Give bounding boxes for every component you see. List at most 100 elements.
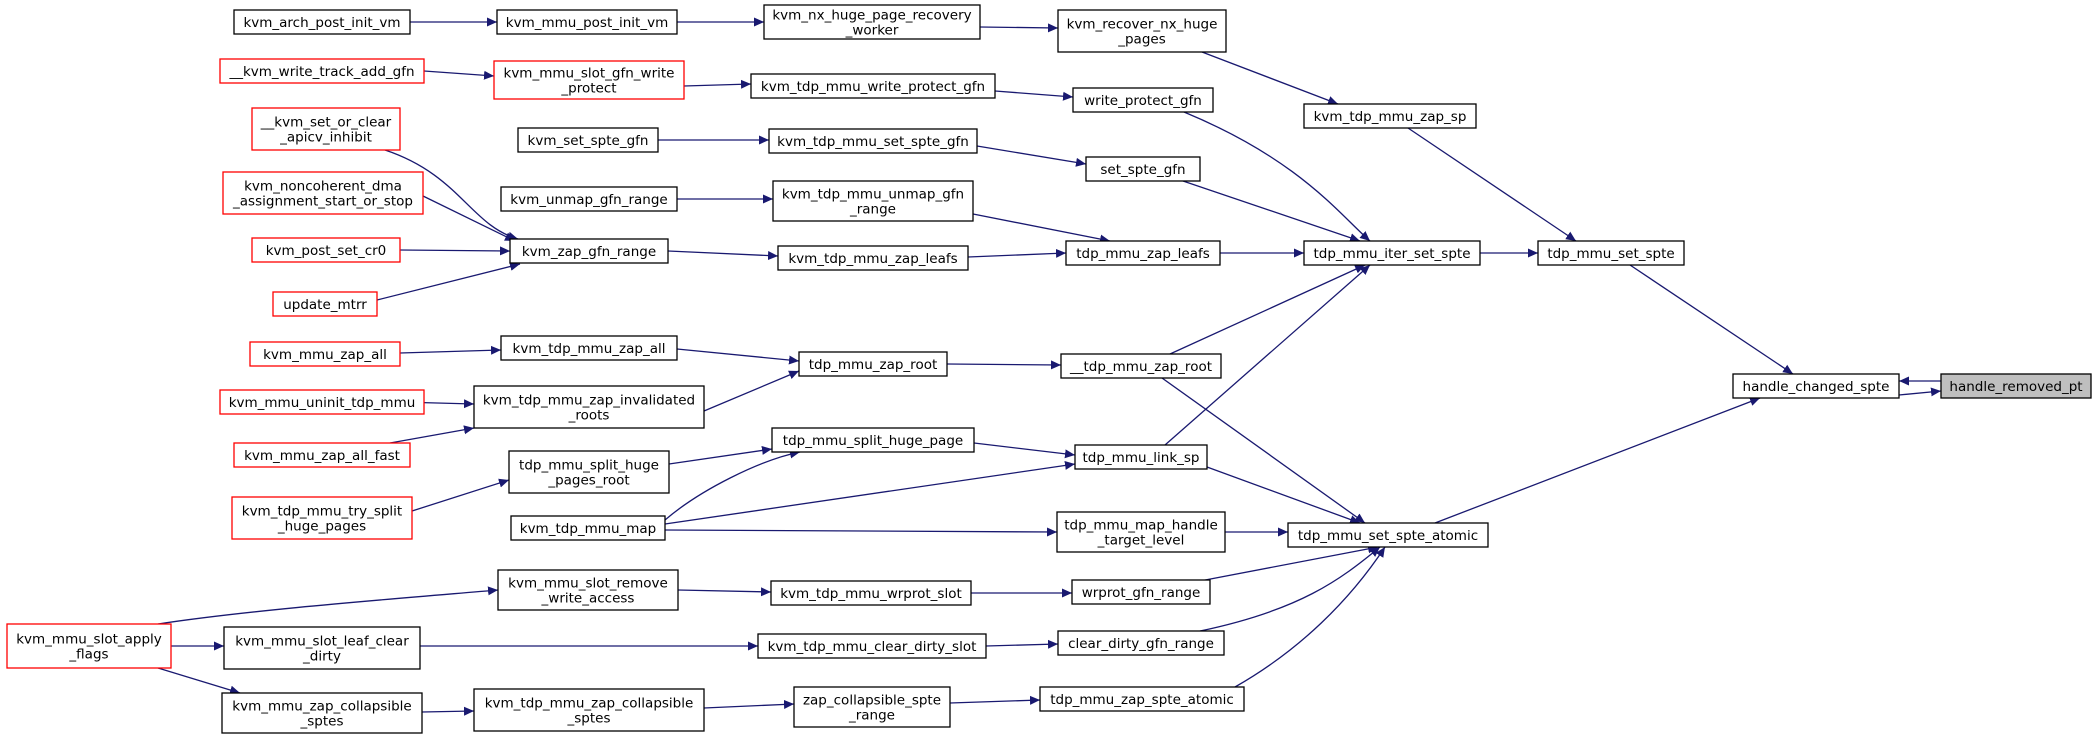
node-tdp_mmu_set_spte_atomic[interactable]: tdp_mmu_set_spte_atomic [1287,522,1489,548]
node-label: kvm_unmap_gfn_range [510,192,667,208]
node-label: kvm_mmu_slot_leaf_clear [235,634,409,650]
node-label: kvm_post_set_cr0 [266,243,387,259]
node-handle_changed_spte[interactable]: handle_changed_spte [1732,373,1900,399]
node-label: kvm_zap_gfn_range [522,244,656,260]
node-tdp_mmu_set_spte[interactable]: tdp_mmu_set_spte [1537,240,1685,266]
node-box [222,171,424,215]
node-kvm_set_spte_gfn[interactable]: kvm_set_spte_gfn [517,127,659,153]
node-kvm_tdp_mmu_try_split_huge_pages[interactable]: kvm_tdp_mmu_try_split_huge_pages [231,496,413,540]
node-label: set_spte_gfn [1100,162,1185,178]
node-tdp_mmu_map_handle_target_level[interactable]: tdp_mmu_map_handle_target_level [1056,511,1226,553]
node-label: kvm_mmu_zap_all [263,347,387,363]
node-kvm_post_set_cr0[interactable]: kvm_post_set_cr0 [251,237,401,263]
node-box [251,107,401,151]
edge-wrprot_gfn_range-to-tdp_mmu_set_spte_atomic [1199,544,1379,582]
node-label: kvm_tdp_mmu_zap_sp [1314,109,1467,125]
node-kvm_mmu_zap_collapsible_sptes[interactable]: kvm_mmu_zap_collapsible_sptes [221,692,423,734]
node-set_spte_gfn[interactable]: set_spte_gfn [1085,156,1201,182]
node-kvm_mmu_slot_remove_write_access[interactable]: kvm_mmu_slot_remove_write_access [497,569,679,611]
node-tdp_mmu_zap_leafs[interactable]: tdp_mmu_zap_leafs [1065,240,1221,266]
node-clear_dirty_gfn_range[interactable]: clear_dirty_gfn_range [1057,630,1225,656]
node-kvm_tdp_mmu_unmap_gfn_range[interactable]: kvm_tdp_mmu_unmap_gfn_range [772,180,974,222]
node-kvm_tdp_mmu_zap_leafs[interactable]: kvm_tdp_mmu_zap_leafs [777,245,969,271]
node-label: kvm_arch_post_init_vm [243,15,400,31]
node-label: _apicv_inhibit [279,130,372,146]
node-kvm_mmu_uninit_tdp_mmu[interactable]: kvm_mmu_uninit_tdp_mmu [219,389,425,415]
node-kvm_noncoherent_dma_assignment_start_or_stop[interactable]: kvm_noncoherent_dma_assignment_start_or_… [222,171,424,215]
node-kvm_mmu_slot_gfn_write_protect[interactable]: kvm_mmu_slot_gfn_write_protect [493,60,685,100]
node-kvm_mmu_zap_all[interactable]: kvm_mmu_zap_all [249,341,401,367]
edge-kvm_tdp_mmu_map-to-tdp_mmu_split_huge_page [664,449,801,521]
node-tdp_mmu_split_huge_page[interactable]: tdp_mmu_split_huge_page [771,427,975,453]
node-update_mtrr[interactable]: update_mtrr [272,291,378,317]
node-kvm_nx_huge_page_recovery_worker[interactable]: kvm_nx_huge_page_recovery_worker [763,4,981,40]
edge-kvm_mmu_slot_gfn_write_protect-to-kvm_tdp_mmu_write_protect_gfn [683,79,752,89]
node-label: wrprot_gfn_range [1082,585,1201,601]
node-kvm_arch_post_init_vm[interactable]: kvm_arch_post_init_vm [233,9,411,35]
node-kvm_tdp_mmu_set_spte_gfn[interactable]: kvm_tdp_mmu_set_spte_gfn [768,128,978,154]
node-label: kvm_mmu_post_init_vm [506,15,668,31]
node-box [510,515,666,541]
node-label: _sptes [567,711,611,727]
node-kvm_mmu_zap_all_fast[interactable]: kvm_mmu_zap_all_fast [233,442,411,468]
node-kvm_unmap_gfn_range[interactable]: kvm_unmap_gfn_range [500,186,678,212]
node-box [771,427,975,453]
node-label: _target_level [1097,533,1185,549]
node-__kvm_set_or_clear_apicv_inhibit[interactable]: __kvm_set_or_clear_apicv_inhibit [251,107,401,151]
node-box [508,450,670,494]
node-wrprot_gfn_range[interactable]: wrprot_gfn_range [1071,579,1211,605]
edge-__kvm_write_track_add_gfn-to-kvm_mmu_slot_gfn_write_protect [423,70,495,80]
node-kvm_tdp_mmu_zap_invalidated_roots[interactable]: kvm_tdp_mmu_zap_invalidated_roots [473,385,705,429]
node-__kvm_write_track_add_gfn[interactable]: __kvm_write_track_add_gfn [219,58,425,84]
node-zap_collapsible_spte_range[interactable]: zap_collapsible_spte_range [793,686,951,728]
node-__tdp_mmu_zap_root[interactable]: __tdp_mmu_zap_root [1060,353,1222,379]
edge-kvm_tdp_mmu_unmap_gfn_range-to-tdp_mmu_zap_leafs [967,212,1111,244]
node-box [1537,240,1685,266]
node-kvm_recover_nx_huge_pages[interactable]: kvm_recover_nx_huge_pages [1057,9,1227,53]
node-box [272,291,378,317]
node-box [500,335,678,361]
edge-tdp_mmu_split_huge_page-to-tdp_mmu_link_sp [973,442,1076,459]
node-tdp_mmu_zap_spte_atomic[interactable]: tdp_mmu_zap_spte_atomic [1039,686,1245,712]
node-write_protect_gfn[interactable]: write_protect_gfn [1072,87,1214,113]
node-kvm_zap_gfn_range[interactable]: kvm_zap_gfn_range [509,238,669,264]
node-tdp_mmu_zap_root[interactable]: tdp_mmu_zap_root [798,351,948,377]
node-kvm_tdp_mmu_zap_collapsible_sptes[interactable]: kvm_tdp_mmu_zap_collapsible_sptes [473,688,705,732]
node-label: kvm_tdp_mmu_zap_leafs [788,251,957,267]
node-kvm_tdp_mmu_zap_sp[interactable]: kvm_tdp_mmu_zap_sp [1303,103,1477,129]
node-box [772,180,974,222]
node-kvm_mmu_slot_apply_flags[interactable]: kvm_mmu_slot_apply_flags [6,623,172,669]
node-box [231,496,413,540]
node-kvm_tdp_mmu_zap_all[interactable]: kvm_tdp_mmu_zap_all [500,335,678,361]
node-box [249,341,401,367]
node-box [221,692,423,734]
node-box [1074,444,1208,470]
node-label: kvm_tdp_mmu_unmap_gfn [782,187,964,203]
edge-kvm_tdp_mmu_zap_collapsible_sptes-to-zap_collapsible_spte_range [703,699,795,709]
node-tdp_mmu_split_huge_pages_root[interactable]: tdp_mmu_split_huge_pages_root [508,450,670,494]
node-kvm_tdp_mmu_clear_dirty_slot[interactable]: kvm_tdp_mmu_clear_dirty_slot [757,633,987,659]
edge-kvm_mmu_zap_all_fast-to-kvm_tdp_mmu_zap_invalidated_roots [389,425,475,444]
node-box [1085,156,1201,182]
edge-__tdp_mmu_zap_root-to-tdp_mmu_set_spte_atomic [1161,377,1366,524]
node-label: kvm_tdp_mmu_zap_collapsible [485,696,694,712]
edge-clear_dirty_gfn_range-to-tdp_mmu_set_spte_atomic [1199,546,1381,632]
node-kvm_tdp_mmu_write_protect_gfn[interactable]: kvm_tdp_mmu_write_protect_gfn [750,73,996,99]
node-label: tdp_mmu_zap_root [809,357,938,373]
node-handle_removed_pt[interactable]: handle_removed_pt [1940,373,2092,399]
node-kvm_tdp_mmu_map[interactable]: kvm_tdp_mmu_map [510,515,666,541]
node-box [493,60,685,100]
node-box [473,385,705,429]
node-tdp_mmu_link_sp[interactable]: tdp_mmu_link_sp [1074,444,1208,470]
node-box [496,9,678,35]
node-box [219,389,425,415]
node-kvm_mmu_post_init_vm[interactable]: kvm_mmu_post_init_vm [496,9,678,35]
node-label: _sptes [300,714,344,730]
edge-kvm_tdp_mmu_clear_dirty_slot-to-clear_dirty_gfn_range [985,639,1059,649]
node-tdp_mmu_iter_set_spte[interactable]: tdp_mmu_iter_set_spte [1303,240,1481,266]
node-kvm_mmu_slot_leaf_clear_dirty[interactable]: kvm_mmu_slot_leaf_clear_dirty [223,626,421,670]
node-box [233,442,411,468]
node-kvm_tdp_mmu_wrprot_slot[interactable]: kvm_tdp_mmu_wrprot_slot [770,580,972,606]
node-label: kvm_tdp_mmu_zap_invalidated [483,393,695,409]
